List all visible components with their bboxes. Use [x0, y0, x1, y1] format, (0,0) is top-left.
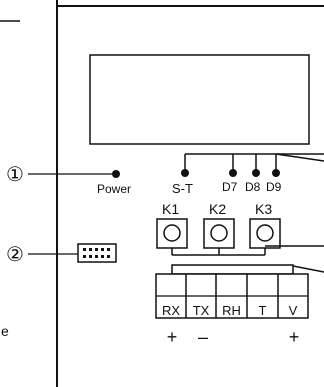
pin: [101, 248, 104, 251]
st-label: S-T: [172, 181, 193, 196]
connector-pins: [83, 248, 110, 258]
callout-2-symbol: ②: [6, 242, 24, 266]
polarity-v-plus: +: [289, 327, 300, 347]
pin: [101, 255, 104, 258]
power-led: [112, 170, 120, 178]
button-k3-cap: [256, 224, 274, 242]
left-edge-letter: e: [1, 323, 9, 339]
terminal-rx-label: RX: [162, 303, 180, 318]
polarity-rx-plus: +: [167, 327, 178, 347]
k2-label: K2: [209, 201, 226, 217]
k3-label: K3: [255, 201, 272, 217]
led-d7: [229, 169, 237, 177]
pin: [89, 255, 92, 258]
pin: [83, 255, 86, 258]
led-d8: [252, 169, 260, 177]
pin: [107, 255, 110, 258]
terminal-callout-line: [292, 265, 324, 273]
button-k2-cap: [210, 224, 228, 242]
pin: [107, 248, 110, 251]
pin: [83, 248, 86, 251]
display-window: [89, 54, 310, 145]
terminal-tx-label: TX: [193, 303, 210, 318]
terminal-block-cap: [171, 264, 294, 275]
pin: [89, 248, 92, 251]
d9-label: D9: [266, 180, 282, 194]
led-st: [181, 169, 189, 177]
power-label: Power: [97, 182, 131, 196]
d7-label: D7: [222, 180, 238, 194]
pin: [95, 255, 98, 258]
polarity-tx-minus: –: [198, 327, 208, 347]
d8-label: D8: [245, 180, 261, 194]
button-k1-body: [156, 218, 188, 249]
led-callout-diagonal: [275, 153, 324, 162]
header-connector: [77, 243, 117, 263]
terminal-rh-label: RH: [222, 303, 241, 318]
pin: [95, 248, 98, 251]
terminal-v-label: V: [289, 303, 298, 318]
led-d9: [272, 169, 280, 177]
terminal-t-label: T: [259, 303, 267, 318]
k1-label: K1: [162, 201, 179, 217]
callout-1-symbol: ①: [6, 162, 24, 186]
button-k1-cap: [163, 224, 181, 242]
